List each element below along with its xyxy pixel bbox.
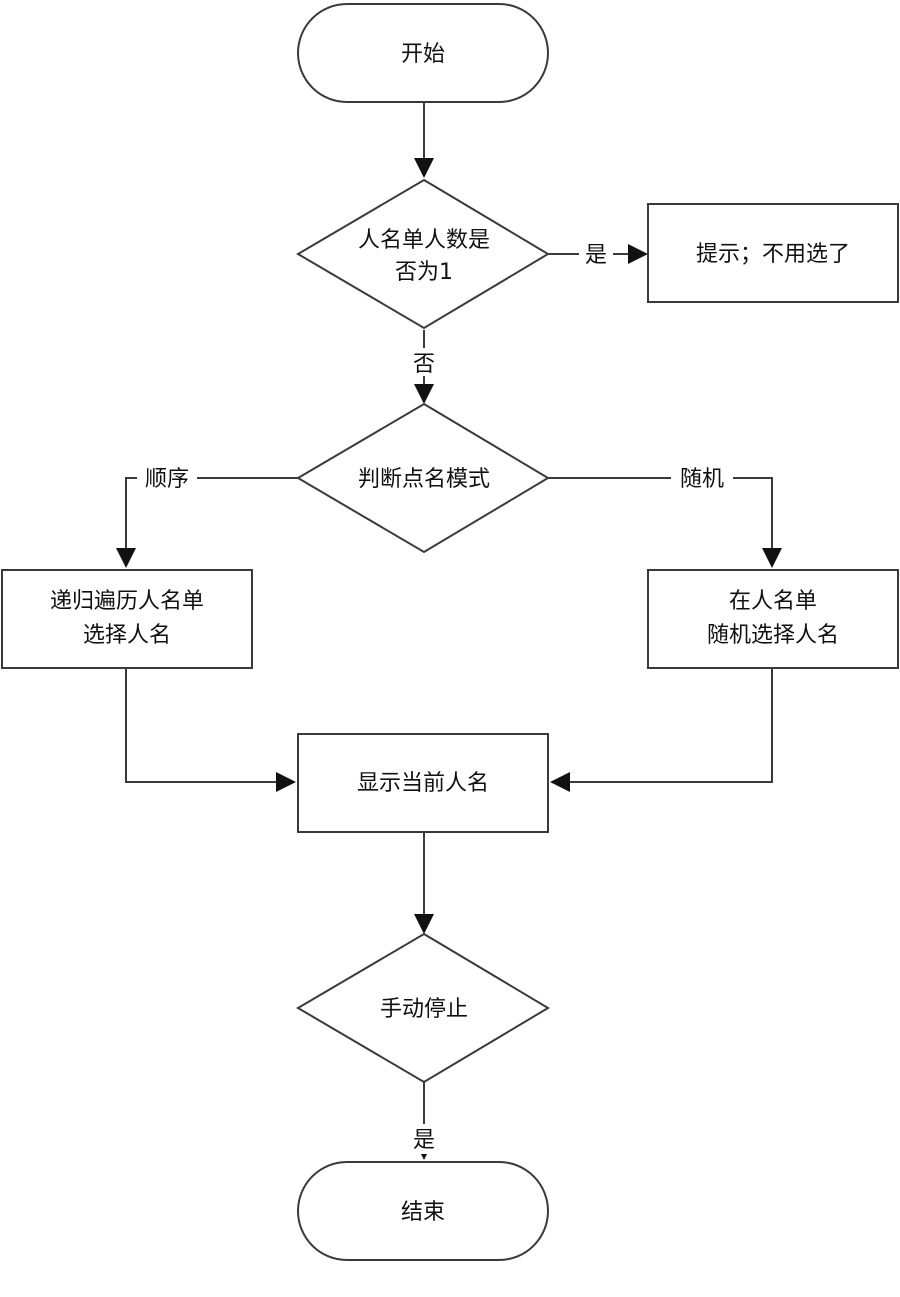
random-label-line1: 在人名单 bbox=[729, 589, 817, 614]
tip-label: 提示；不用选了 bbox=[696, 242, 850, 267]
edge-label-yes-end: 是 bbox=[413, 1128, 435, 1153]
check-count-decision: 人名单人数是 否为1 bbox=[296, 178, 550, 330]
arrowhead-judge bbox=[414, 384, 434, 404]
edge-label-yes-tip: 是 bbox=[585, 243, 607, 268]
arrowhead-check bbox=[414, 158, 434, 178]
show-name-label: 显示当前人名 bbox=[357, 771, 489, 796]
arrowhead-random bbox=[762, 548, 782, 568]
sequential-box: 递归遍历人名单 选择人名 bbox=[1, 569, 253, 669]
edge-label-seq: 顺序 bbox=[145, 467, 189, 492]
nodes: 开始 人名单人数是 否为1 提示；不用选了 判断点名模式 递归遍历人名单 选择人… bbox=[1, 3, 899, 1261]
sequential-label-line2: 选择人名 bbox=[83, 623, 171, 648]
edge-judge-to-sequential bbox=[125, 477, 298, 550]
judge-mode-label: 判断点名模式 bbox=[358, 467, 490, 492]
end-node-label: 结束 bbox=[401, 1200, 445, 1225]
start-node-label: 开始 bbox=[401, 42, 445, 67]
tip-box: 提示；不用选了 bbox=[647, 203, 899, 303]
arrowhead-stop bbox=[414, 914, 434, 934]
edges: 是 否 顺序 随机 是 bbox=[116, 102, 782, 1160]
edge-label-no-judge: 否 bbox=[413, 352, 435, 377]
check-count-label-line2: 否为1 bbox=[395, 260, 453, 285]
start-node: 开始 bbox=[297, 3, 549, 103]
edge-sequential-to-show bbox=[125, 668, 278, 783]
random-box: 在人名单 随机选择人名 bbox=[647, 569, 899, 669]
judge-mode-decision: 判断点名模式 bbox=[296, 402, 550, 554]
check-count-label-line1: 人名单人数是 bbox=[358, 228, 490, 253]
arrowhead-show-left bbox=[276, 772, 296, 792]
manual-stop-decision: 手动停止 bbox=[296, 932, 550, 1084]
edge-label-rand: 随机 bbox=[680, 467, 724, 492]
arrowhead-sequential bbox=[116, 548, 136, 568]
edge-judge-to-random bbox=[548, 477, 773, 550]
edge-random-to-show bbox=[568, 668, 773, 783]
end-node: 结束 bbox=[297, 1161, 549, 1261]
show-name-box: 显示当前人名 bbox=[297, 733, 549, 833]
arrowhead-show-right bbox=[550, 772, 570, 792]
manual-stop-label: 手动停止 bbox=[380, 997, 468, 1022]
random-label-line2: 随机选择人名 bbox=[707, 623, 839, 648]
arrowhead-tip bbox=[628, 244, 648, 264]
sequential-label-line1: 递归遍历人名单 bbox=[50, 589, 204, 614]
